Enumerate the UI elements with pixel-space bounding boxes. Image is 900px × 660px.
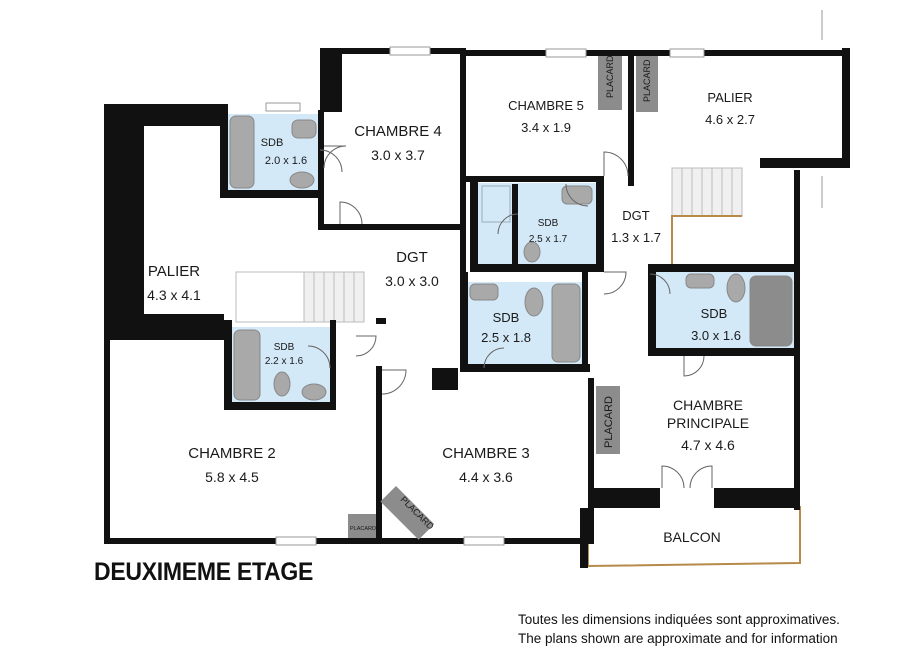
- placard-1-label: PLACARD: [605, 55, 615, 98]
- room-size: 2.5 x 1.7: [529, 234, 568, 245]
- bathroom-floors: [228, 114, 794, 402]
- disclaimer-line-fr: Toutes les dimensions indiquées sont app…: [518, 612, 840, 627]
- room-dgt-small: DGT 1.3 x 1.7: [611, 208, 661, 245]
- room-name: SDB: [701, 306, 728, 321]
- floor-title: DEUXIMEME ETAGE: [94, 558, 314, 586]
- toilet-icon: [726, 273, 746, 303]
- room-name: CHAMBRE 5: [508, 98, 584, 113]
- placard-3: PLACARD: [596, 386, 620, 454]
- bathtub-icon: [749, 275, 793, 347]
- placard-3-label: PLACARD: [603, 396, 615, 448]
- room-name: DGT: [396, 249, 428, 266]
- door-sdb-mid: [483, 347, 505, 369]
- placard-5: PLACARD: [380, 486, 436, 540]
- room-size: 1.3 x 1.7: [611, 230, 661, 245]
- room-size: 4.6 x 2.7: [705, 112, 755, 127]
- disclaimer-line-en: The plans shown are approximate and for …: [518, 631, 838, 646]
- stair-left: [235, 271, 365, 323]
- room-chambre-2: CHAMBRE 2 5.8 x 4.5: [188, 445, 276, 485]
- placard-1: PLACARD: [598, 55, 622, 110]
- room-chambre-4: CHAMBRE 4 3.0 x 3.7: [354, 123, 442, 163]
- room-name: SDB: [261, 137, 284, 149]
- placard-4: PLACARD: [348, 514, 376, 538]
- room-size: 3.0 x 3.0: [385, 273, 439, 289]
- closets: PLACARD PLACARD PLACARD PLACARD PLACARD: [348, 55, 658, 540]
- room-name: SDB: [493, 310, 520, 325]
- door-balcon-right: [689, 465, 713, 489]
- door-balcon-left: [661, 465, 685, 489]
- door-sdb-right: [649, 273, 671, 295]
- room-size: 2.2 x 1.6: [265, 356, 304, 367]
- room-name: BALCON: [663, 529, 721, 545]
- room-name: DGT: [622, 208, 650, 223]
- room-name: CHAMBRE 2: [188, 445, 276, 462]
- room-size: 2.5 x 1.8: [481, 330, 531, 345]
- shower-icon: [481, 185, 511, 223]
- door-chambre-4-bottom: [339, 201, 363, 225]
- doors: [307, 145, 713, 489]
- door-dgt: [603, 271, 627, 295]
- room-size: 3.0 x 1.6: [691, 328, 741, 343]
- bathtub-icon: [233, 329, 261, 401]
- room-chambre-principale: CHAMBRE PRINCIPALE 4.7 x 4.6: [667, 397, 749, 453]
- room-sdb-top-left: SDB 2.0 x 1.6: [261, 137, 307, 167]
- sink-icon: [685, 273, 715, 289]
- stair-right: [671, 167, 743, 265]
- room-name-line-1: CHAMBRE: [673, 397, 743, 413]
- room-size: 2.0 x 1.6: [265, 155, 307, 167]
- room-sdb-center: SDB 2.5 x 1.7: [529, 218, 568, 245]
- room-name-line-2: PRINCIPALE: [667, 415, 749, 431]
- disclaimer: Toutes les dimensions indiquées sont app…: [518, 610, 840, 648]
- sink-icon: [469, 283, 499, 301]
- toilet-icon: [523, 241, 541, 263]
- door-chambre-3: [381, 369, 407, 395]
- room-dgt-main: DGT 3.0 x 3.0: [385, 249, 439, 289]
- room-palier-top: PALIER 4.6 x 2.7: [705, 90, 755, 127]
- toilet-icon: [273, 371, 291, 397]
- door-dgt-main: [355, 335, 377, 357]
- stairs: [235, 167, 743, 323]
- room-name: CHAMBRE 4: [354, 123, 442, 140]
- room-name: SDB: [274, 342, 295, 353]
- bathtub-icon: [551, 283, 581, 363]
- placard-2-label: PLACARD: [642, 59, 652, 102]
- room-sdb-lower-left: SDB 2.2 x 1.6: [265, 342, 304, 367]
- placard-4-label: PLACARD: [350, 526, 376, 532]
- sink-icon: [561, 185, 593, 205]
- room-size: 4.7 x 4.6: [681, 437, 735, 453]
- door-sdb-top-left: [319, 149, 343, 173]
- room-palier-left: PALIER 4.3 x 4.1: [147, 263, 201, 303]
- door-chambre-4: [323, 145, 347, 169]
- room-size: 4.3 x 4.1: [147, 287, 201, 303]
- room-balcon: BALCON: [663, 529, 721, 545]
- room-size: 5.8 x 4.5: [205, 469, 259, 485]
- room-labels: CHAMBRE 4 3.0 x 3.7 CHAMBRE 5 3.4 x 1.9 …: [147, 90, 755, 545]
- room-name: CHAMBRE 3: [442, 445, 530, 462]
- room-name: PALIER: [707, 90, 752, 105]
- door-sdb-center: [497, 213, 519, 235]
- door-sdb-center-top: [565, 183, 589, 207]
- room-size: 4.4 x 3.6: [459, 469, 513, 485]
- room-chambre-3: CHAMBRE 3 4.4 x 3.6: [442, 445, 530, 485]
- toilet-icon: [289, 171, 315, 189]
- fixtures: [229, 115, 793, 401]
- placard-2: PLACARD: [636, 56, 658, 112]
- toilet-icon: [524, 287, 544, 317]
- room-name: PALIER: [148, 263, 200, 280]
- door-chambre-5: [603, 151, 629, 177]
- windows: [265, 46, 705, 546]
- door-chambre-principale: [683, 355, 705, 377]
- room-name: SDB: [538, 218, 559, 229]
- walls: [104, 48, 850, 568]
- room-chambre-5: CHAMBRE 5 3.4 x 1.9: [508, 98, 584, 135]
- room-sdb-right: SDB 3.0 x 1.6: [691, 306, 741, 343]
- room-sdb-mid: SDB 2.5 x 1.8: [481, 310, 531, 345]
- room-size: 3.4 x 1.9: [521, 120, 571, 135]
- door-sdb-lower-left: [307, 345, 331, 369]
- bathtub-icon: [229, 115, 255, 189]
- sink-icon: [301, 383, 327, 401]
- room-size: 3.0 x 3.7: [371, 147, 425, 163]
- sink-icon: [291, 119, 317, 139]
